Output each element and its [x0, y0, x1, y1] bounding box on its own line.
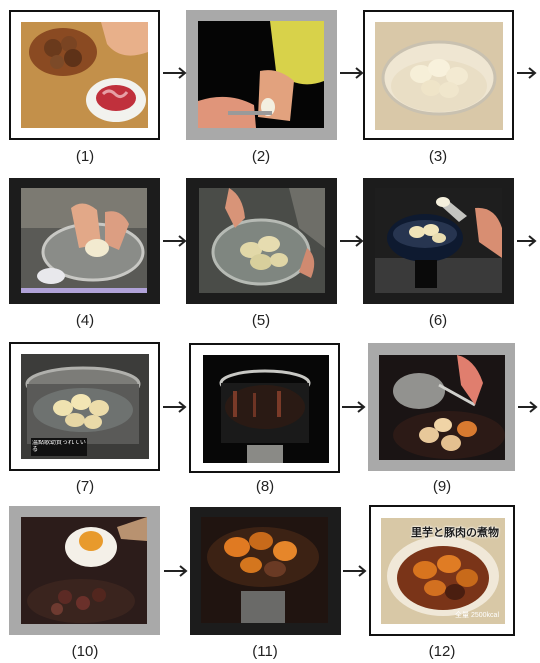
step-2-frame	[186, 10, 337, 140]
arrow-6-continue	[516, 234, 538, 248]
step-8-photo	[203, 355, 329, 463]
step-4-label: (4)	[40, 312, 130, 329]
arrow-9-continue	[517, 400, 539, 414]
step-12-label: (12)	[397, 643, 487, 660]
arrow-5-to-6	[339, 234, 365, 248]
step-9-label: (9)	[397, 478, 487, 495]
step-11-photo	[201, 517, 328, 623]
arrow-4-to-5	[162, 234, 188, 248]
step-3-label: (3)	[393, 148, 483, 165]
step-3-frame	[363, 10, 514, 140]
step-8-label: (8)	[220, 478, 310, 495]
step-12-frame: 里芋と豚肉の煮物 全量 2500kcal	[369, 505, 515, 636]
step-1-frame	[9, 10, 160, 140]
step-4-frame	[9, 178, 160, 304]
step-5-photo	[199, 188, 325, 293]
step-9-photo	[379, 355, 505, 460]
step-10-photo	[21, 517, 147, 624]
step-6-frame	[363, 178, 514, 304]
arrow-7-to-8	[162, 400, 188, 414]
step-12-note: 全量 2500kcal	[455, 610, 499, 620]
step-1-label: (1)	[40, 148, 130, 165]
step-5-label: (5)	[216, 312, 306, 329]
step-4-photo	[21, 188, 147, 293]
step-9-frame	[368, 343, 515, 471]
arrow-8-to-9	[341, 400, 367, 414]
step-3-photo	[375, 22, 503, 130]
arrow-2-to-3	[339, 66, 365, 80]
step-12-title: 里芋と豚肉の煮物	[411, 524, 499, 540]
step-10-label: (10)	[40, 643, 130, 660]
arrow-11-to-12	[342, 564, 368, 578]
step-11-label: (11)	[220, 643, 310, 660]
step-6-label: (6)	[393, 312, 483, 329]
step-12-photo: 里芋と豚肉の煮物 全量 2500kcal	[381, 518, 505, 624]
arrow-10-to-11	[163, 564, 189, 578]
step-2-photo	[198, 21, 324, 128]
step-11-frame	[190, 507, 341, 635]
step-7-photo: 温點歌幼資っれている	[21, 354, 149, 459]
step-5-frame	[186, 178, 337, 304]
step-8-frame	[189, 343, 340, 473]
step-1-photo	[21, 22, 148, 128]
arrow-3-continue	[516, 66, 538, 80]
step-7-frame: 温點歌幼資っれている	[9, 342, 160, 471]
arrow-1-to-2	[162, 66, 188, 80]
step-6-photo	[375, 188, 502, 293]
step-2-label: (2)	[216, 148, 306, 165]
step-7-caption: 温點歌幼資っれている	[32, 440, 88, 454]
step-7-label: (7)	[40, 478, 130, 495]
step-10-frame	[9, 506, 160, 635]
